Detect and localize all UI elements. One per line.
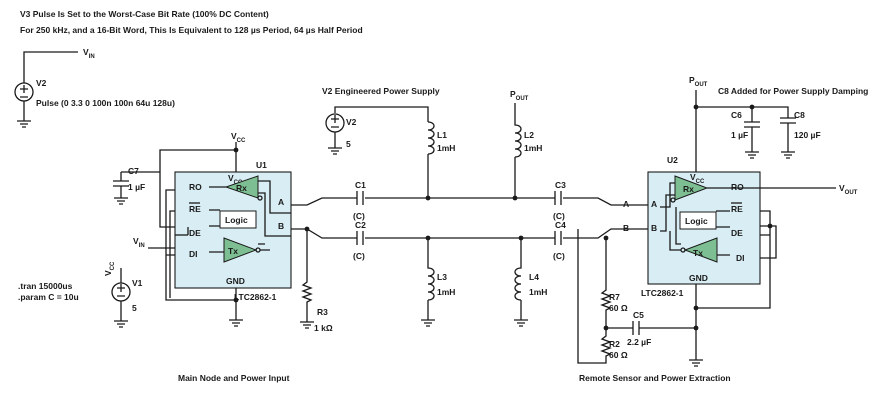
v1-net-label: V bbox=[103, 270, 113, 276]
u2-pin-b: B bbox=[651, 223, 657, 233]
v1-ref: V1 bbox=[132, 278, 143, 288]
c4-ref: C4 bbox=[555, 220, 566, 230]
c7-value: 1 µF bbox=[128, 182, 145, 192]
u1-pin-b: B bbox=[278, 221, 284, 231]
supply-ref: V2 bbox=[346, 117, 357, 127]
r3-ref: R3 bbox=[317, 307, 328, 317]
inductors: L1 1mH POUT L2 1mH L3 1mH L4 1mH bbox=[421, 89, 547, 327]
r7-value: 60 Ω bbox=[609, 303, 628, 313]
u1-part: LTC2862-1 bbox=[234, 292, 277, 302]
u1-vin-net: V bbox=[133, 236, 139, 246]
u2-transceiver: POUT C8 Added for Power Supply Damping C… bbox=[641, 75, 868, 367]
svg-text:VCC: VCC bbox=[103, 261, 116, 276]
c6-ref: C6 bbox=[731, 110, 742, 120]
line-label-b: B bbox=[623, 223, 629, 233]
pulse-net-label: V bbox=[83, 47, 89, 57]
u2-tx: Tx bbox=[693, 248, 703, 258]
svg-text:VIN: VIN bbox=[83, 47, 95, 60]
caption-left: Main Node and Power Input bbox=[178, 373, 290, 383]
l4-ref: L4 bbox=[529, 272, 539, 282]
svg-text:POUT: POUT bbox=[510, 89, 529, 102]
supply-title: V2 Engineered Power Supply bbox=[322, 86, 440, 96]
c1-ref: C1 bbox=[355, 180, 366, 190]
u2-logic: Logic bbox=[685, 216, 708, 226]
l4-value: 1mH bbox=[529, 287, 547, 297]
u2-ref: U2 bbox=[667, 155, 678, 165]
v1-source: VCC V1 5 bbox=[103, 261, 143, 328]
r3-value: 1 kΩ bbox=[314, 323, 333, 333]
u1-pin-di: DI bbox=[189, 249, 198, 259]
c6-value: 1 µF bbox=[731, 130, 748, 140]
u1-vcc-net: V bbox=[231, 131, 237, 141]
u1-gnd: GND bbox=[226, 276, 245, 286]
v2-supply: V2 Engineered Power Supply V2 5 bbox=[322, 86, 440, 155]
u2-vout-net: V bbox=[839, 183, 845, 193]
u1-rx: Rx bbox=[236, 183, 247, 193]
pulse-source: VIN V2 Pulse (0 3.3 0 100n 100n 64u 128u… bbox=[14, 47, 175, 128]
svg-text:POUT: POUT bbox=[689, 75, 708, 88]
u1-pin-a: A bbox=[278, 197, 284, 207]
param-directive: .param C = 10u bbox=[18, 292, 79, 302]
c7-capacitor: C7 1 µF bbox=[113, 166, 145, 205]
header-line-2: For 250 kHz, and a 16-Bit Word, This Is … bbox=[20, 25, 363, 35]
c7-ref: C7 bbox=[128, 166, 139, 176]
u1-pin-ro: RO bbox=[189, 182, 202, 192]
c5-ref: C5 bbox=[633, 310, 644, 320]
u1-ref: U1 bbox=[256, 160, 267, 170]
bus-lines: A B bbox=[291, 195, 657, 241]
u1-transceiver: VCC U1 VCC GND LTC2862-1 RO RE DE DI A B… bbox=[121, 131, 292, 327]
l2-value: 1mH bbox=[524, 143, 542, 153]
c8-note: C8 Added for Power Supply Damping bbox=[718, 86, 868, 96]
c3-value: (C) bbox=[553, 211, 565, 221]
l3-value: 1mH bbox=[437, 287, 455, 297]
c5-value: 2.2 µF bbox=[627, 337, 651, 347]
svg-text:VOUT: VOUT bbox=[839, 183, 858, 196]
u2-pin-de: DE bbox=[731, 228, 743, 238]
r2-ref: R2 bbox=[609, 339, 620, 349]
line-label-a: A bbox=[623, 199, 629, 209]
r3-resistor: R3 1 kΩ bbox=[300, 229, 333, 333]
c2-value: (C) bbox=[353, 251, 365, 261]
c1-value: (C) bbox=[353, 211, 365, 221]
coupling-caps: C1 (C) C2 (C) C3 (C) C4 (C) bbox=[353, 180, 566, 261]
u2-vcc-pin: V bbox=[690, 172, 696, 182]
u1-vcc-pin: V bbox=[228, 173, 234, 183]
svg-text:VCC: VCC bbox=[690, 172, 705, 185]
u2-part: LTC2862-1 bbox=[641, 288, 684, 298]
c2-ref: C2 bbox=[355, 220, 366, 230]
l1-value: 1mH bbox=[437, 143, 455, 153]
u2-gnd: GND bbox=[689, 273, 708, 283]
l3-ref: L3 bbox=[437, 272, 447, 282]
u1-pin-re: RE bbox=[189, 204, 201, 214]
header-line-1: V3 Pulse Is Set to the Worst-Case Bit Ra… bbox=[20, 9, 269, 19]
pulse-spec: Pulse (0 3.3 0 100n 100n 64u 128u) bbox=[36, 98, 175, 108]
caption-right: Remote Sensor and Power Extraction bbox=[579, 373, 731, 383]
supply-value: 5 bbox=[346, 139, 351, 149]
pulse-ref: V2 bbox=[36, 78, 47, 88]
u2-pin-a: A bbox=[651, 199, 657, 209]
r7-ref: R7 bbox=[609, 292, 620, 302]
c8-ref: C8 bbox=[794, 110, 805, 120]
c8-value: 120 µF bbox=[794, 130, 821, 140]
c3-ref: C3 bbox=[555, 180, 566, 190]
u1-tx: Tx bbox=[228, 246, 238, 256]
svg-text:VCC: VCC bbox=[231, 131, 246, 144]
u1-pin-de: DE bbox=[189, 228, 201, 238]
u2-pin-ro: RO bbox=[731, 182, 744, 192]
l1-ref: L1 bbox=[437, 130, 447, 140]
u2-pin-re: RE bbox=[731, 204, 743, 214]
c4-value: (C) bbox=[553, 251, 565, 261]
v1-value: 5 bbox=[132, 303, 137, 313]
u2-rx: Rx bbox=[683, 184, 694, 194]
r2-value: 60 Ω bbox=[609, 350, 628, 360]
termination-network: R7 60 Ω R2 60 Ω C5 2.2 µF bbox=[577, 229, 696, 364]
l2-ref: L2 bbox=[524, 130, 534, 140]
u2-pin-di: DI bbox=[736, 253, 745, 263]
pout-2: P bbox=[689, 75, 695, 85]
u1-logic: Logic bbox=[225, 215, 248, 225]
tran-directive: .tran 15000us bbox=[18, 281, 73, 291]
pout-1: P bbox=[510, 89, 516, 99]
svg-text:VIN: VIN bbox=[133, 236, 145, 249]
